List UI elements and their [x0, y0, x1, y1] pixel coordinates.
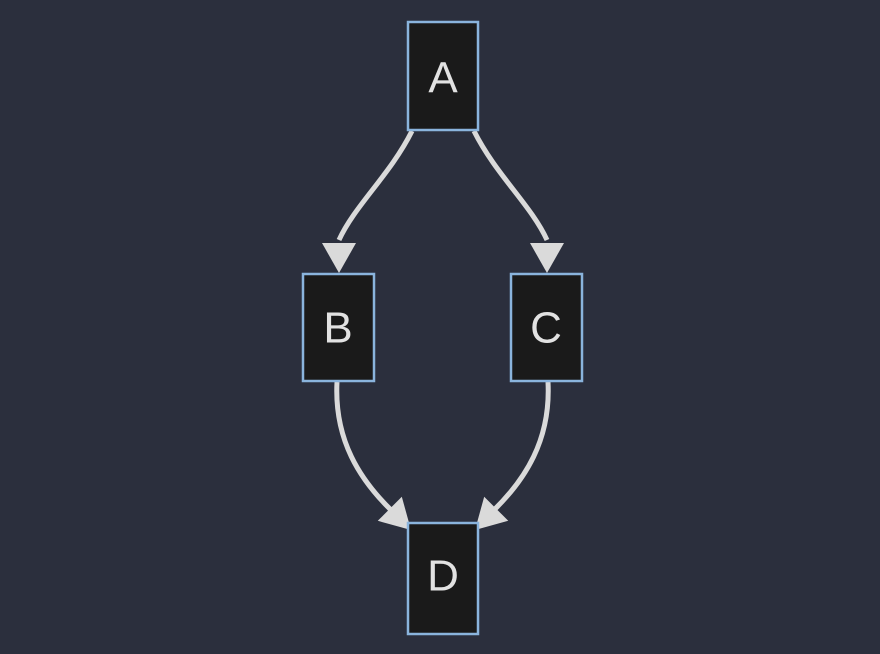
node-b-label: B: [323, 304, 352, 353]
edge-c-to-d-arrowhead: [475, 496, 509, 530]
node-a-label: A: [428, 54, 458, 103]
node-d[interactable]: D: [406, 521, 480, 636]
node-d-label: D: [427, 552, 459, 601]
edge-a-to-c[interactable]: [471, 129, 564, 273]
edge-a-to-c-arrowhead: [530, 243, 564, 273]
edge-layer: [322, 129, 564, 542]
edge-a-to-b-curve: [336, 129, 415, 242]
node-d-box: [406, 521, 480, 636]
node-a[interactable]: A: [406, 20, 480, 132]
edge-c-to-d[interactable]: [463, 381, 551, 542]
node-c-label: C: [530, 304, 562, 353]
node-b-box: [301, 272, 376, 383]
node-c[interactable]: C: [509, 272, 584, 383]
edge-a-to-b-arrowhead: [322, 243, 356, 273]
edge-a-to-c-curve: [471, 129, 550, 242]
node-b[interactable]: B: [301, 272, 376, 383]
edge-b-to-d-arrowhead: [377, 496, 411, 530]
edge-b-to-d[interactable]: [334, 381, 423, 542]
edge-a-to-b[interactable]: [322, 129, 415, 273]
edge-b-to-d-curve: [334, 381, 394, 513]
node-a-box: [406, 20, 480, 132]
node-layer: A B C D: [301, 20, 584, 636]
edge-c-to-d-curve: [491, 381, 551, 513]
node-c-box: [509, 272, 584, 383]
